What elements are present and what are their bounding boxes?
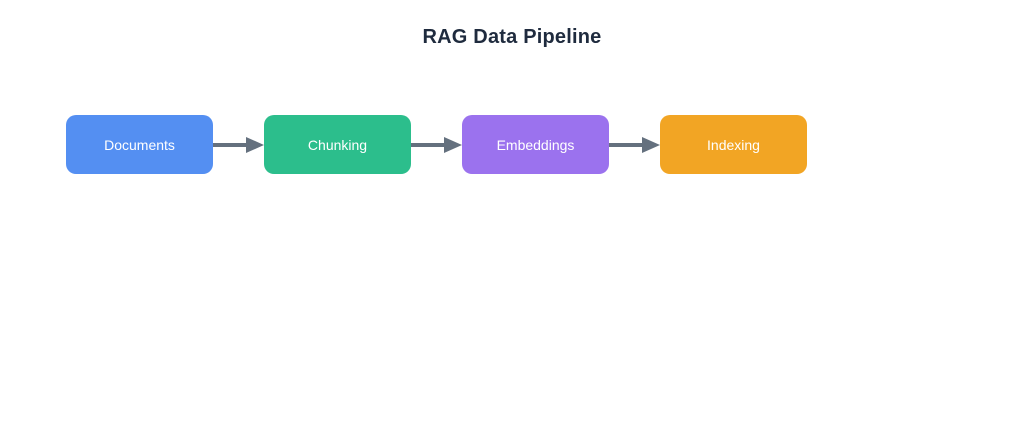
arrow-shaft xyxy=(609,142,642,147)
arrow-head xyxy=(444,136,462,153)
pipeline-flow: Documents Chunking Embeddings Indexing xyxy=(66,115,807,174)
arrow-head xyxy=(246,136,264,153)
arrow-shaft xyxy=(213,142,246,147)
pipeline-node-indexing: Indexing xyxy=(660,115,807,174)
arrow-right-icon xyxy=(213,136,264,153)
pipeline-node-chunking: Chunking xyxy=(264,115,411,174)
pipeline-node-documents: Documents xyxy=(66,115,213,174)
arrow-right-icon xyxy=(609,136,660,153)
diagram-title: RAG Data Pipeline xyxy=(422,26,602,48)
arrow-shaft xyxy=(411,142,444,147)
arrow-right-icon xyxy=(411,136,462,153)
arrow-head xyxy=(642,136,660,153)
pipeline-node-embeddings: Embeddings xyxy=(462,115,609,174)
